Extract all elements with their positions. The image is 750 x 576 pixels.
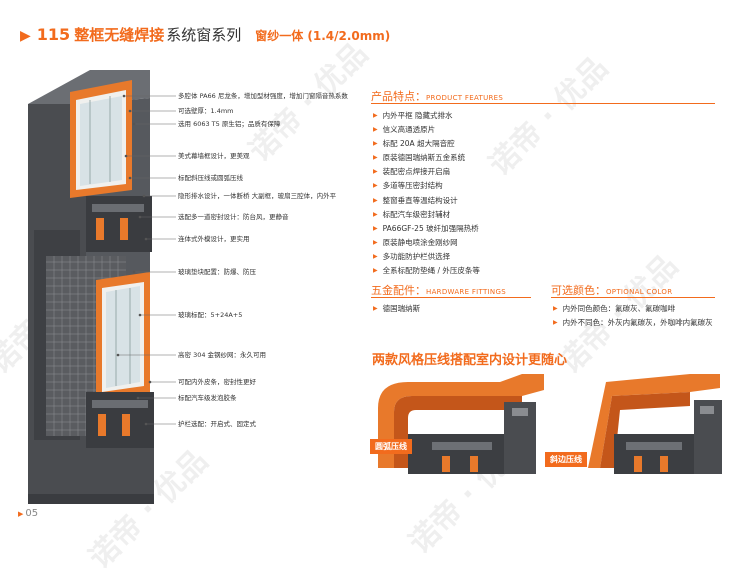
features-title-cn: 产品特点： — [371, 90, 426, 103]
title-highlight: 整框无缝焊接 — [74, 26, 165, 44]
list-item: 内外同色颜色：氟碳灰、氟碳咖啡 — [553, 302, 713, 316]
list-item: 多功能防护栏供选择 — [373, 250, 480, 264]
round-bead-tag: 圆弧压线 — [370, 439, 412, 454]
page-number: ▶05 — [18, 508, 38, 519]
hardware-list: 德国瑞纳斯 — [373, 302, 421, 316]
callout-aluminum: 选用 6063 T5 原生铝；品质有保障 — [178, 120, 281, 128]
list-item: 标配汽车级密封辅材 — [373, 208, 480, 222]
page-arrow-icon: ▶ — [18, 510, 24, 518]
callout-curtain-wall: 美式幕墙框设计，更美观 — [178, 152, 250, 160]
list-item: 内外不同色：外灰内氟碳灰，外咖啡内氟碳灰 — [553, 316, 713, 330]
list-item: 信义高通透原片 — [373, 123, 480, 137]
hardware-title-cn: 五金配件： — [371, 284, 426, 297]
header-subtitle: 窗纱一体 (1.4/2.0mm) — [255, 29, 391, 43]
hardware-title: 五金配件：HARDWARE FITTINGS — [371, 282, 506, 298]
callout-inner-outer-strip: 可配内外皮条，密封性更好 — [178, 378, 256, 386]
profile-drawing — [28, 70, 176, 504]
callout-screen-mesh: 高密 304 金钢纱网：永久可用 — [178, 351, 267, 359]
features-divider — [371, 103, 715, 104]
colors-divider — [551, 297, 715, 298]
callout-bead: 标配斜压线或圆弧压线 — [178, 174, 243, 182]
list-item: 内外平框 隐藏式排水 — [373, 109, 480, 123]
bevel-bead-profile — [588, 374, 722, 474]
bead-styles-title: 两款风格压线搭配室内设计更随心 — [372, 353, 568, 368]
list-item: PA66GF-25 玻纤加强隔热桥 — [373, 222, 480, 236]
callout-drainage: 隐形排水设计，一体断桥 大副框，玻扇三腔体，内外平 — [178, 192, 337, 200]
callout-wall-thickness: 可选壁厚：1.4mm — [178, 107, 234, 115]
hardware-title-en: HARDWARE FITTINGS — [426, 288, 506, 296]
hardware-divider — [371, 297, 531, 298]
title-rest: 系统窗系列 — [166, 26, 242, 44]
header-arrow-icon: ▶ — [20, 28, 31, 44]
list-item: 标配 20A 超大隔音腔 — [373, 137, 480, 151]
callout-guardrail: 护栏选配：开启式、固定式 — [178, 420, 256, 428]
list-item: 装配密点焊接开启扇 — [373, 165, 480, 179]
page-header: ▶ 115 整框无缝焊接 系统窗系列 窗纱一体 (1.4/2.0mm) — [20, 24, 390, 45]
callout-glass-block: 玻璃垫块配置：防爆、防压 — [178, 268, 256, 276]
callout-extra-seal: 选配多一道密封设计：防台风，更静音 — [178, 213, 289, 221]
list-item: 全系标配防垫绳 / 外压皮条等 — [373, 264, 480, 278]
callout-glass-spec: 玻璃标配：5+24A+5 — [178, 311, 243, 319]
colors-title: 可选颜色：OPTIONAL COLOR — [551, 282, 672, 298]
callout-outer-mold: 连体式外模设计，更实用 — [178, 235, 250, 243]
colors-title-cn: 可选颜色： — [551, 284, 606, 297]
features-list: 内外平框 隐藏式排水 信义高通透原片 标配 20A 超大隔音腔 原装德国瑞纳斯五… — [373, 109, 480, 278]
list-item: 德国瑞纳斯 — [373, 302, 421, 316]
bevel-bead-tag: 斜边压线 — [545, 452, 587, 467]
callout-foam-strip: 标配汽车级发泡胶条 — [178, 394, 237, 402]
features-title: 产品特点：PRODUCT FEATURES — [371, 88, 503, 104]
colors-title-en: OPTIONAL COLOR — [606, 288, 673, 296]
colors-list: 内外同色颜色：氟碳灰、氟碳咖啡 内外不同色：外灰内氟碳灰，外咖啡内氟碳灰 — [553, 302, 713, 330]
series-number: 115 — [36, 25, 71, 44]
list-item: 整窗垂直等温结构设计 — [373, 194, 480, 208]
callout-nylon-strip: 多腔体 PA66 尼龙条，增加型材强度，增加门窗隔音热系数 — [178, 92, 348, 100]
round-bead-profile — [378, 374, 544, 474]
list-item: 原装德国瑞纳斯五金系统 — [373, 151, 480, 165]
features-title-en: PRODUCT FEATURES — [426, 94, 504, 102]
page-number-value: 05 — [25, 508, 39, 519]
list-item: 原装静电喷涂金刚纱网 — [373, 236, 480, 250]
list-item: 多道等压密封结构 — [373, 179, 480, 193]
